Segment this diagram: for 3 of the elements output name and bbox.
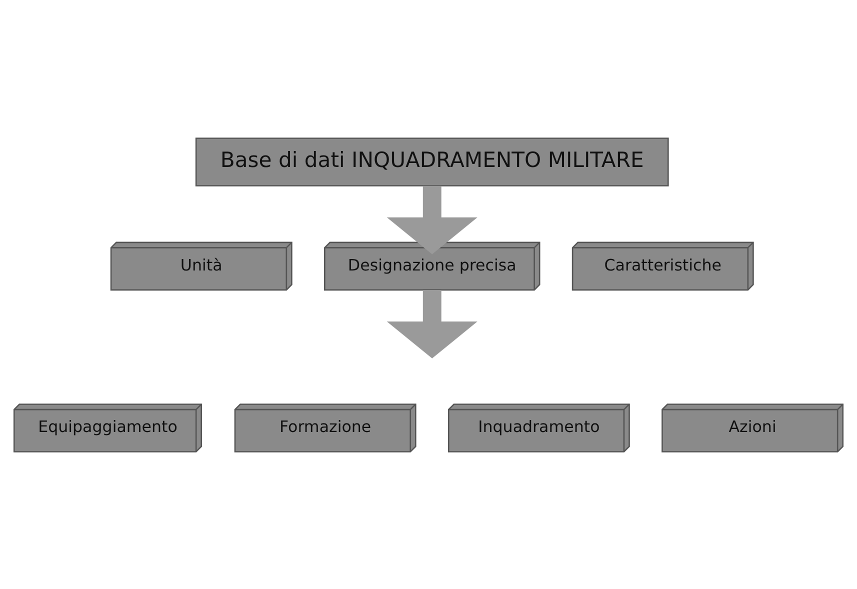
arrow [386,185,478,254]
node-box: Base di dati INQUADRAMENTO MILITARE [195,137,669,186]
arrow [386,289,478,358]
